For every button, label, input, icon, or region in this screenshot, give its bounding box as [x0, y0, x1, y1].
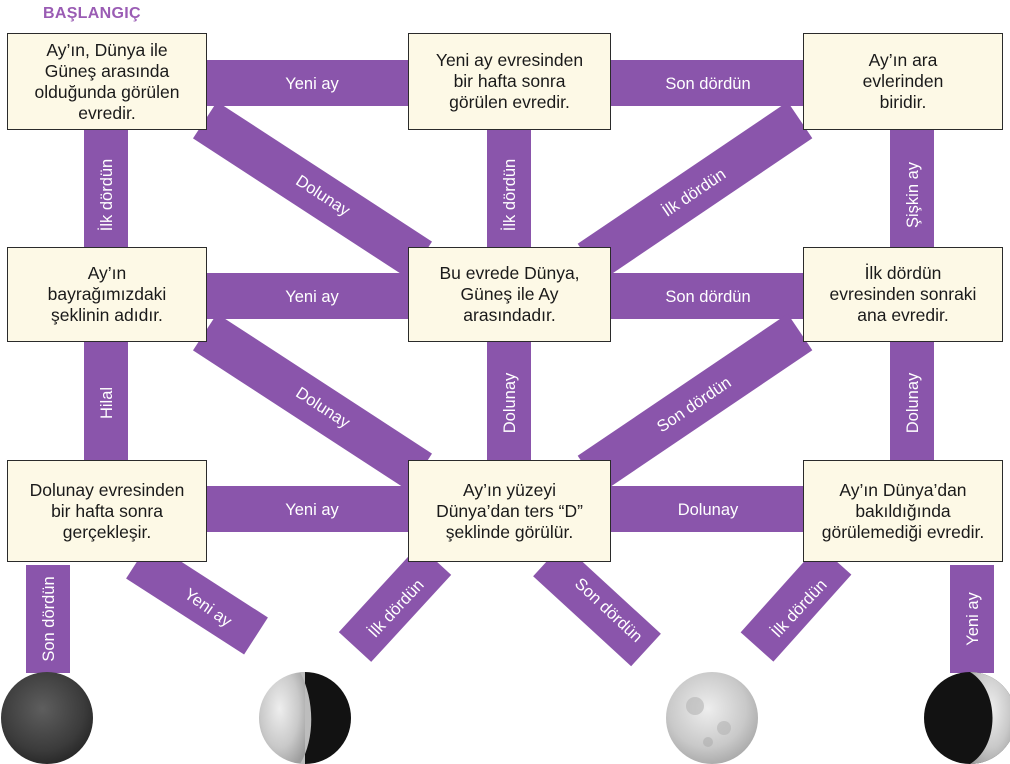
label-v-c2-top: İlk dördün [500, 159, 519, 231]
connector-bands [26, 60, 994, 673]
band-d-r2c1-r3c2 [192, 313, 433, 491]
box-r1c2: Yeni ay evresinden bir hafta sonra görül… [408, 33, 611, 130]
band-h-r1-right [610, 60, 805, 106]
band-exit-c3-diag [740, 545, 852, 662]
label-h-r2-left: Yeni ay [285, 288, 339, 306]
band-exit-c1-down [26, 565, 70, 673]
label-exit-c3-down: Yeni ay [964, 591, 982, 645]
box-r1c1: Ay’ın, Dünya ile Güneş arasında olduğund… [7, 33, 207, 130]
band-v-c1-bottom [84, 340, 128, 466]
band-h-r1-left [205, 60, 410, 106]
band-v-c2-top [487, 128, 531, 252]
band-h-r3-left [205, 486, 410, 532]
box-r2c2: Bu evrede Dünya, Güneş ile Ay arasındadı… [408, 247, 611, 342]
label-h-r1-left: Yeni ay [285, 75, 339, 93]
box-r2c1: Ay’ın bayrağımızdaki şeklinin adıdır. [7, 247, 207, 342]
band-exit-c1-diag [126, 541, 268, 655]
start-label: BAŞLANGIÇ [43, 5, 141, 22]
box-r3c2: Ay’ın yüzeyi Dünya’dan ters “D” şeklinde… [408, 460, 611, 562]
label-v-c3-bottom: Dolunay [904, 372, 922, 433]
box-r3c1: Dolunay evresinden bir hafta sonra gerçe… [7, 460, 207, 562]
band-exit-c2-right [533, 543, 661, 667]
label-h-r2-right: Son dördün [665, 288, 750, 306]
first-quarter-moon-icon [259, 672, 351, 764]
band-v-c3-top [890, 128, 934, 252]
waxing-crescent-moon-icon [924, 672, 1010, 764]
band-h-r2-right [610, 273, 805, 319]
band-v-c1-top [84, 128, 128, 252]
label-h-r1-right: Son dördün [665, 75, 750, 93]
full-moon-icon [666, 672, 758, 764]
label-v-c1-bottom: Hilal [98, 387, 116, 419]
label-exit-c1-down: Son dördün [40, 576, 58, 661]
label-v-c3-top: Şişkin ay [904, 161, 922, 228]
label-h-r3-left: Yeni ay [285, 501, 339, 519]
box-r3c3: Ay’ın Dünya’dan bakıldığında görülemediğ… [803, 460, 1003, 562]
band-exit-c3-down [950, 565, 994, 673]
band-d-r1c3-r2c2 [577, 101, 813, 281]
band-h-r3-right [610, 486, 805, 532]
band-h-r2-left [205, 273, 410, 319]
band-d-r1c1-r2c2 [192, 101, 433, 279]
box-r1c3: Ay’ın ara evlerinden biridir. [803, 33, 1003, 130]
band-exit-c2-left [338, 545, 452, 662]
moon-phases [1, 672, 1010, 764]
band-v-c2-bottom [487, 340, 531, 466]
new-moon-icon [1, 672, 93, 764]
label-v-c1-top: İlk dördün [97, 159, 116, 231]
label-h-r3-right: Dolunay [678, 501, 739, 519]
band-d-r2c3-r3c2 [577, 313, 813, 493]
label-v-c2-bottom: Dolunay [501, 372, 519, 433]
band-v-c3-bottom [890, 340, 934, 466]
box-r2c3: İlk dördün evresinden sonraki ana evredi… [803, 247, 1003, 342]
